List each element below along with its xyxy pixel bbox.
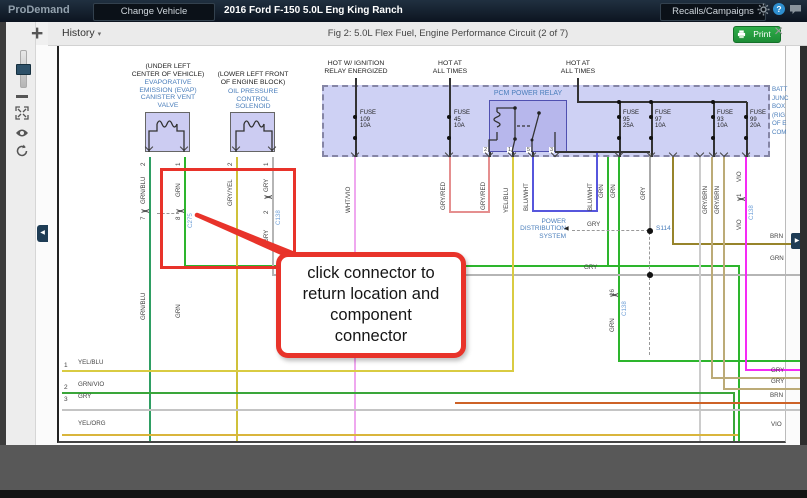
close-icon[interactable]: × xyxy=(774,23,784,40)
window-right-frame xyxy=(800,22,807,445)
printer-icon xyxy=(737,30,746,39)
help-icon[interactable]: ? xyxy=(773,3,785,15)
rotate-icon[interactable] xyxy=(15,144,29,158)
connector-C275-pin7[interactable]: )( xyxy=(141,208,151,213)
history-label: History xyxy=(62,27,95,39)
gear-icon[interactable] xyxy=(757,3,770,16)
callout-bubble: click connector to return location and c… xyxy=(276,252,466,358)
visibility-eye-icon[interactable] xyxy=(15,128,29,138)
chat-icon[interactable] xyxy=(789,3,802,16)
zoom-in-button[interactable]: + xyxy=(31,22,44,45)
fullscreen-icon[interactable] xyxy=(15,106,29,120)
zoom-slider-handle[interactable] xyxy=(16,64,31,75)
recalls-campaigns-button[interactable]: Recalls/Campaigns xyxy=(660,2,766,21)
power-distribution-link[interactable]: POWER DISTRIBUTION SYSTEM xyxy=(520,218,566,240)
change-vehicle-button[interactable]: Change Vehicle xyxy=(93,2,215,21)
connector-C138-pin16[interactable]: )( xyxy=(610,292,620,297)
chevron-down-icon: ▾ xyxy=(97,31,102,38)
window-left-frame xyxy=(0,22,6,445)
history-dropdown[interactable]: History ▾ xyxy=(62,27,101,39)
zoom-out-button[interactable] xyxy=(16,95,28,98)
window-bottom-edge xyxy=(0,490,807,498)
connector-C138-pin1[interactable]: )( xyxy=(737,196,747,201)
viewer-toolbar: + xyxy=(6,22,43,445)
print-button[interactable]: Print xyxy=(733,26,781,43)
app-logo: ProDemand xyxy=(8,4,70,16)
component-name[interactable]: EVAPORATIVE EMISSION (EVAP) CANISTER VEN… xyxy=(139,79,197,109)
highlight-rectangle xyxy=(160,168,296,269)
figure-toolbar: History ▾ Fig 2: 5.0L Flex Fuel, Engine … xyxy=(48,22,807,46)
figure-title: Fig 2: 5.0L Flex Fuel, Engine Performanc… xyxy=(327,28,569,39)
connector-id[interactable]: C138 xyxy=(621,301,628,316)
connector-id[interactable]: C138 xyxy=(748,205,755,220)
panel-collapse-arrow[interactable]: ◀ xyxy=(37,225,48,242)
component-name[interactable]: OIL PRESSURE CONTROL SOLENOID xyxy=(228,88,278,111)
top-navbar: ProDemand Change Vehicle 2016 Ford F-150… xyxy=(0,0,807,22)
vehicle-title: 2016 Ford F-150 5.0L Eng King Ranch xyxy=(224,5,403,16)
splice-id[interactable]: S114 xyxy=(656,225,671,232)
print-label: Print xyxy=(753,29,771,39)
window-bottom-area xyxy=(0,445,807,490)
